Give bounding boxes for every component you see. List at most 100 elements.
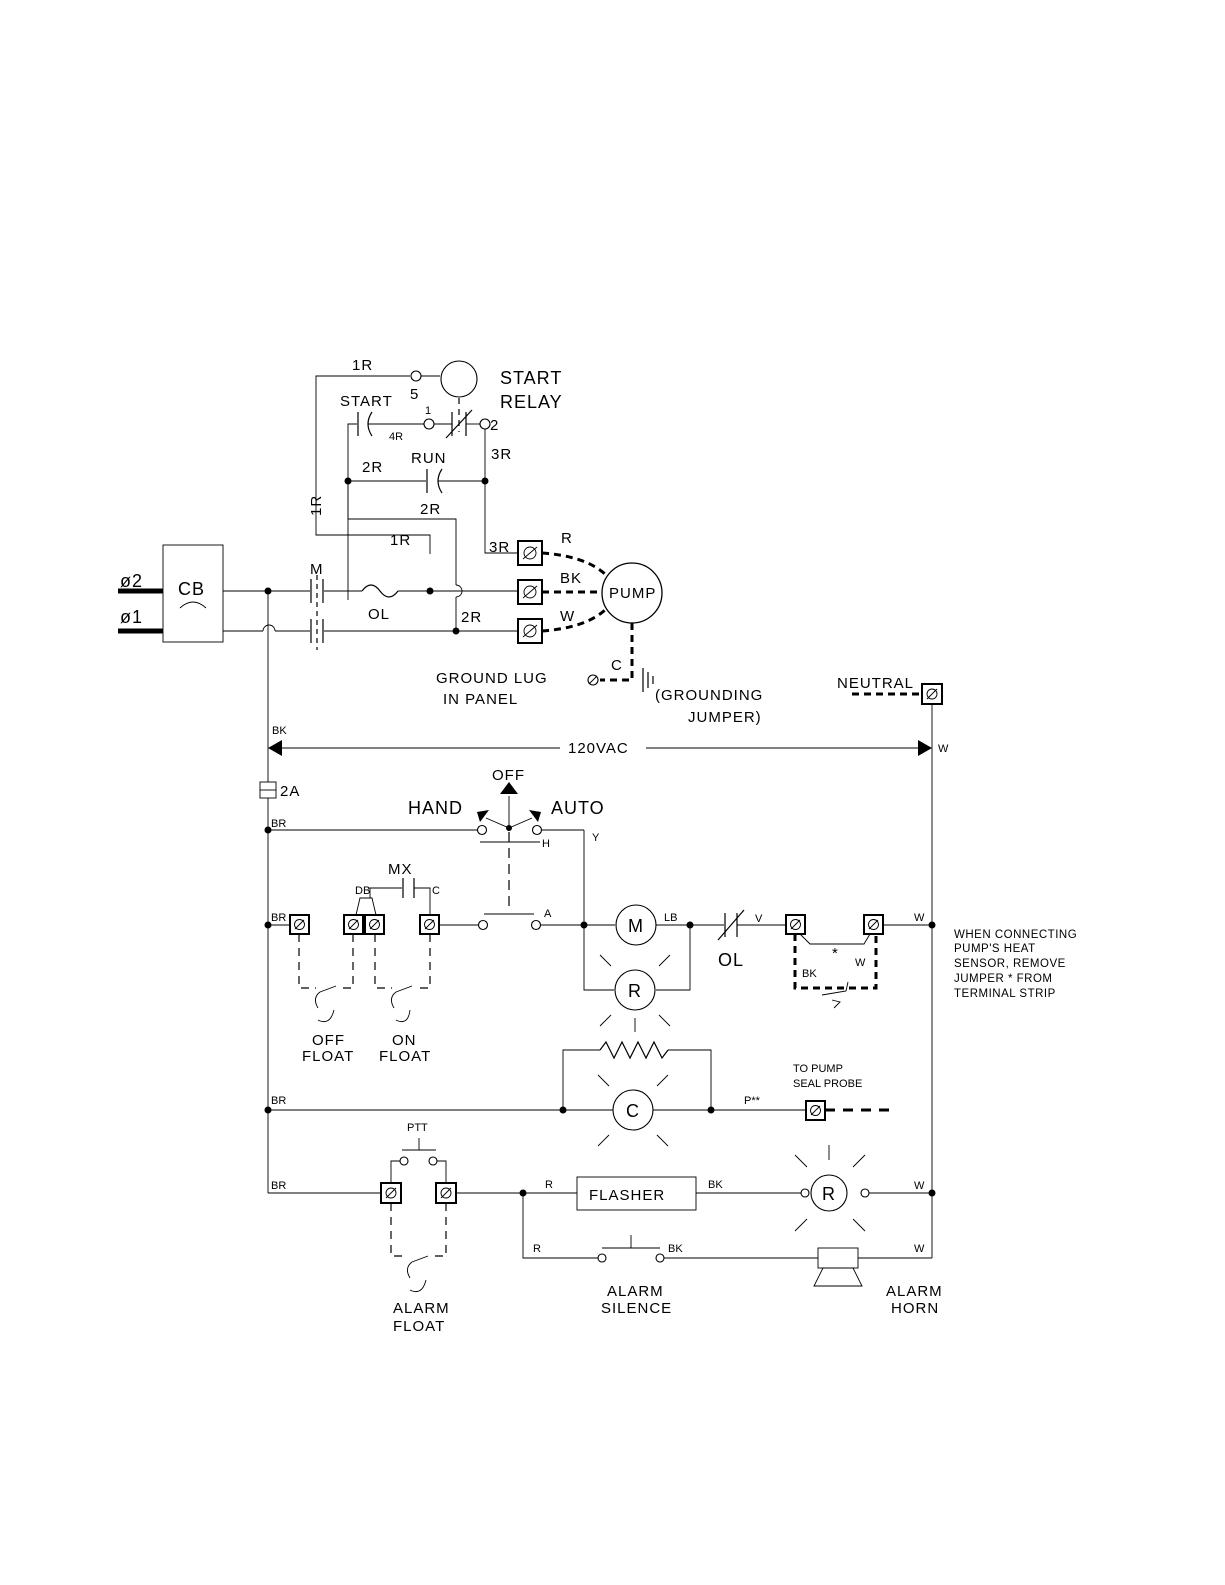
on-float-switch — [391, 985, 413, 1009]
label-alarm-silence-2: SILENCE — [601, 1300, 672, 1317]
label-start-relay-2: RELAY — [500, 392, 563, 412]
label-pump-bk: BK — [560, 570, 582, 587]
label-alarm-float-2: FLOAT — [393, 1318, 445, 1335]
label-ground-lug-2: IN PANEL — [443, 691, 518, 708]
circuit-breaker-box — [162, 544, 224, 643]
alarm-horn-bell — [813, 1267, 863, 1287]
run-lamp-red — [614, 969, 656, 1011]
label-on-float-2: FLOAT — [379, 1048, 431, 1065]
voltage-indicator — [268, 740, 932, 756]
switch-contact — [477, 919, 489, 931]
note-line-1: WHEN CONNECTING — [954, 929, 1077, 941]
label-alarm-horn-1: ALARM — [886, 1283, 943, 1300]
label-wire-2r: 2R — [362, 459, 383, 476]
label-pump-c: C — [611, 657, 623, 674]
switch-contact-hand — [476, 824, 488, 836]
label-alarm-float-1: ALARM — [393, 1300, 450, 1317]
relay-terminal-5 — [410, 370, 422, 382]
label-pump-w: W — [560, 608, 575, 625]
heat-sensor-switch — [821, 981, 849, 996]
label-wire-w: W — [914, 1180, 925, 1192]
nc-contact-slash — [445, 409, 473, 439]
ol-contact-slash — [717, 909, 745, 941]
label-ol-mid: OL — [718, 950, 744, 970]
flasher — [576, 1176, 697, 1211]
label-wire-v: V — [755, 913, 763, 925]
heat-sensor-leads — [793, 934, 878, 990]
label-alarm-horn-2: HORN — [891, 1300, 939, 1317]
heat-sensor-symbol — [831, 999, 841, 1009]
left-rail — [259, 781, 277, 1193]
label-off-float-1: OFF — [312, 1032, 345, 1049]
terminal-screw — [810, 1105, 821, 1116]
alarm-horn-body — [817, 1247, 859, 1269]
pump-lead-w — [541, 608, 607, 633]
label-wire-c: C — [432, 885, 440, 897]
terminal-screw — [926, 688, 938, 700]
wire — [437, 1160, 447, 1183]
arrow-head-right — [918, 740, 932, 756]
label-auto: AUTO — [551, 798, 605, 818]
label-jumper-star: * — [832, 945, 839, 962]
lamp-ray — [794, 1154, 808, 1168]
start-relay-circuit — [315, 360, 518, 635]
jumper-star — [799, 933, 871, 945]
label-wire-bk: BK — [708, 1179, 723, 1191]
label-alarm-lamp: R — [822, 1184, 836, 1204]
alarm-float-symbol — [409, 1279, 427, 1293]
start-relay-coil — [440, 360, 478, 398]
label-wire-1r: 1R — [390, 532, 411, 549]
terminal-screw — [385, 1187, 397, 1199]
label-wire-br: BR — [271, 912, 286, 924]
silence-contact — [597, 1253, 607, 1263]
terminal-screw — [790, 919, 801, 930]
label-relay-pin1: 1 — [425, 405, 431, 417]
on-float-wire — [374, 934, 392, 989]
on-float-wire — [416, 934, 431, 989]
terminal-screw — [810, 1105, 821, 1116]
label-heat-w: W — [855, 957, 866, 969]
lamp-ray — [658, 954, 671, 967]
wire — [562, 1049, 600, 1110]
wire — [656, 925, 691, 991]
label-ptt: PTT — [407, 1122, 428, 1134]
terminal-screw — [385, 1187, 397, 1199]
off-float-wire — [298, 934, 316, 989]
ptt-contact — [399, 1156, 409, 1166]
wire-3r — [484, 429, 518, 554]
lamp-terminal — [860, 1188, 870, 1198]
junction-dot — [928, 921, 936, 929]
label-wire-r: R — [545, 1179, 553, 1191]
label-start-cap: START — [340, 393, 393, 410]
wire — [369, 887, 402, 898]
label-seal-lamp: C — [626, 1101, 640, 1121]
label-relay-pin2: 2 — [490, 417, 499, 434]
label-m: M — [310, 561, 324, 578]
terminal-screw — [523, 546, 537, 560]
float-circuit-row — [268, 878, 615, 1023]
wire — [668, 1049, 712, 1110]
note-line-2: PUMP'S HEAT — [954, 943, 1036, 955]
terminal-screw — [424, 919, 435, 930]
label-ol-top: OL — [368, 606, 390, 623]
lamp-ray — [656, 1074, 669, 1087]
label-ground-lug-1: GROUND LUG — [436, 670, 548, 687]
label-flasher: FLASHER — [589, 1187, 665, 1204]
label-wire-bk: BK — [272, 725, 287, 737]
alarm-float-switch — [407, 1255, 429, 1279]
lamp-ray — [599, 954, 612, 967]
junction-dot — [928, 1189, 936, 1197]
label-on-float-1: ON — [392, 1032, 417, 1049]
wire-r — [522, 1193, 598, 1259]
label-cb: CB — [178, 579, 205, 599]
lamp-ray — [852, 1218, 866, 1232]
label-wire-1r-vertical: 1R — [308, 495, 325, 516]
terminal-screw — [369, 919, 380, 930]
label-wire-y: Y — [592, 832, 600, 844]
terminal-screw — [926, 688, 938, 700]
wire — [390, 1160, 400, 1183]
label-grounding-jumper-2: JUMPER) — [688, 709, 762, 726]
label-fuse-2a: 2A — [280, 783, 300, 800]
switch-arm — [485, 817, 510, 829]
